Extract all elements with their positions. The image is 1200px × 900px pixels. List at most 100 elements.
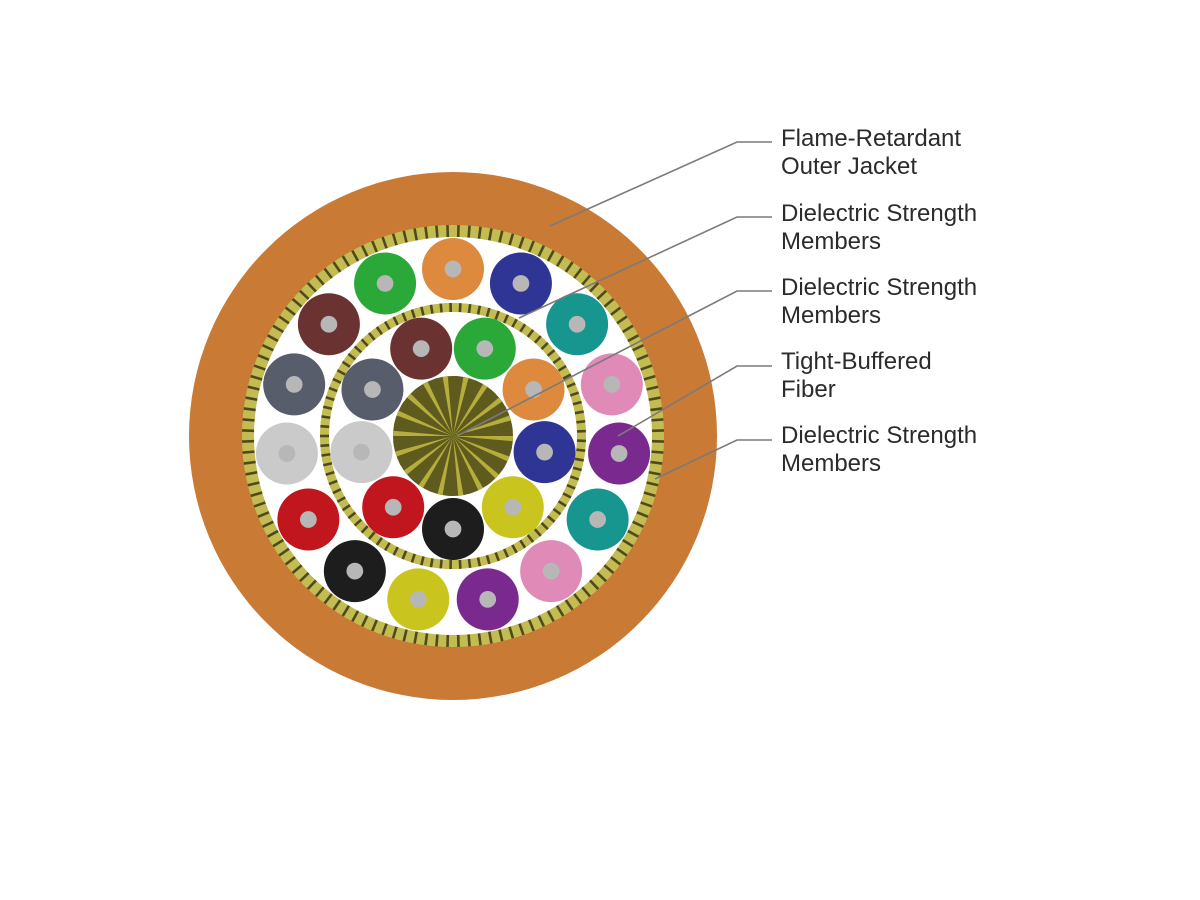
inner-yarn-strand: [328, 386, 338, 393]
outer-yarn-strand: [336, 258, 346, 270]
inner-yarn-strand: [332, 488, 342, 495]
inner-yarn-strand: [371, 534, 380, 543]
inner-yarn-strand: [490, 309, 496, 319]
tight-buffered-fiber-yellow: [387, 568, 450, 631]
outer-yarn-strand: [314, 586, 325, 598]
outer-yarn-strand: [648, 470, 661, 476]
inner-yarn-strand: [526, 534, 535, 543]
outer-yarn-strand: [243, 407, 256, 412]
label-dielectric-strength-members-yarn: Dielectric Strength Members: [781, 422, 977, 478]
tight-buffered-fiber-brown: [390, 317, 453, 380]
fiber-core: [512, 275, 530, 292]
label-line: Members: [781, 228, 882, 255]
inner-yarn-strand: [360, 525, 369, 534]
leader-line-outer-strength: [518, 216, 772, 319]
outer-yarn-strand: [269, 534, 282, 543]
outer-yarn-strand: [261, 343, 274, 352]
outer-yarn-strand: [606, 302, 618, 312]
inner-yarn-strand: [485, 307, 491, 318]
tight-buffered-fiber-rose: [520, 540, 583, 603]
fiber-core: [536, 443, 553, 461]
outer-yarn-strand: [391, 233, 398, 246]
outer-yarn-strand: [247, 385, 260, 391]
inner-yarn-strand: [429, 558, 434, 568]
inner-yarn-strand: [540, 341, 549, 351]
inner-yarn-strand: [406, 551, 412, 562]
outer-yarn-strand: [650, 460, 663, 465]
inner-yarn-strand: [481, 306, 486, 316]
outer-yarn-strand: [272, 538, 285, 548]
inner-yarn-strand: [494, 551, 500, 562]
outer-yarn-strand: [242, 450, 255, 454]
label-line: Dielectric Strength: [781, 200, 978, 227]
outer-yarn-strand: [381, 623, 388, 636]
core-yarn-wedge: [453, 376, 459, 436]
outer-yarn-strand: [589, 579, 600, 590]
outer-yarn-strand: [242, 418, 255, 422]
outer-yarn-strand: [323, 593, 333, 605]
outer-yarn-strand: [568, 596, 579, 608]
core-yarn-wedge: [436, 436, 453, 496]
inner-yarn-strand: [575, 415, 585, 420]
inner-yarn-strand: [332, 377, 342, 384]
inner-yarn-strand: [322, 405, 333, 410]
inner-yarn-strand: [522, 326, 531, 336]
outer-yarn-strand: [621, 538, 634, 548]
outer-yarn-strand: [291, 564, 303, 575]
fiber-core: [409, 590, 427, 608]
inner-yarn-strand: [502, 548, 510, 558]
outer-yarn-strand: [619, 319, 631, 329]
core-yarn-wedge: [453, 404, 512, 436]
outer-yarn-strand: [581, 274, 592, 286]
outer-yarn-strand: [250, 374, 263, 381]
fiber-core: [285, 376, 303, 393]
outer-yarn-strand: [264, 339, 277, 347]
inner-yarn-strand: [507, 546, 514, 556]
fiber-core: [504, 498, 522, 516]
outer-yarn-strand: [646, 385, 659, 391]
fiber-core: [364, 381, 381, 398]
inner-yarn-strand: [481, 556, 486, 566]
inner-yarn-strand: [511, 544, 518, 554]
inner-yarn-strand: [555, 360, 565, 368]
outer-yarn-strand: [638, 359, 651, 366]
inner-yarn-strand: [515, 541, 523, 552]
inner-yarn-strand: [326, 391, 337, 397]
inner-yarn-strand: [566, 382, 576, 389]
inner-yarn-strand: [434, 558, 439, 569]
tight-buffered-fiber-blue: [513, 421, 576, 484]
core-yarn-wedge: [453, 436, 509, 473]
label-flame-retardant-outer-jacket: Flame-Retardant Outer Jacket: [781, 125, 961, 181]
outer-yarn-strand: [323, 267, 333, 279]
inner-yarn-strand: [344, 356, 354, 365]
core-yarn-wedge: [453, 436, 513, 464]
inner-yarn-strand: [336, 369, 346, 376]
tight-buffered-fiber-slate: [263, 353, 326, 416]
outer-yarn-strand: [644, 380, 658, 386]
outer-yarn-strand: [424, 633, 429, 646]
outer-yarn-strand: [327, 264, 338, 276]
inner-yarn-strand: [360, 338, 369, 347]
fiber-core: [300, 511, 317, 528]
outer-yarn-strand: [621, 324, 634, 334]
outer-yarn-strand: [255, 359, 268, 366]
inner-yarn-strand: [574, 410, 584, 415]
core-yarn-wedge: [453, 394, 506, 436]
outer-yarn-strand: [402, 629, 408, 642]
label-line: Members: [781, 302, 882, 329]
outer-yarn-strand: [493, 630, 499, 643]
fiber-core: [589, 511, 606, 528]
outer-yarn-strand: [302, 575, 314, 587]
outer-strength-yarn-texture: [242, 225, 664, 647]
tight-buffered-fiber-orange: [422, 238, 484, 300]
core-yarn-wedge: [425, 436, 453, 496]
outer-yarn-strand: [319, 589, 329, 601]
outer-yarn-strand: [613, 310, 625, 321]
outer-yarn-strand: [649, 401, 662, 407]
inner-yarn-strand: [396, 548, 404, 558]
leader-line-outer-jacket: [549, 141, 772, 227]
outer-yarn-strand: [295, 293, 306, 304]
inner-yarn-strand: [383, 320, 391, 331]
outer-yarn-strand: [641, 496, 655, 503]
outer-yarn-strand: [589, 282, 600, 293]
